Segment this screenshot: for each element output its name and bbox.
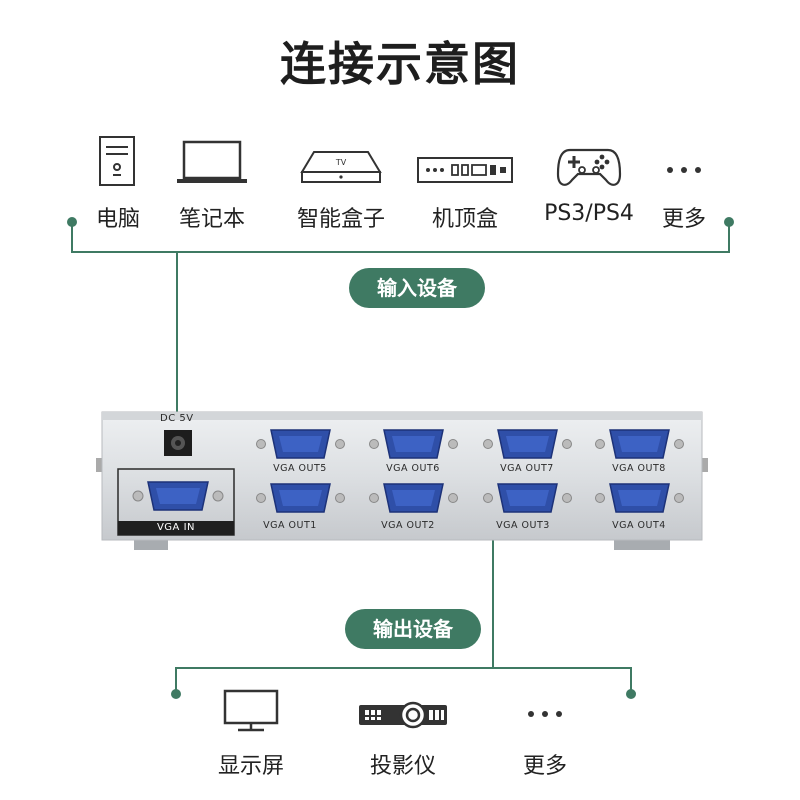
output-label-projector: 投影仪: [369, 754, 436, 779]
vga-out8-port: [595, 429, 684, 459]
vga-in-port: [132, 481, 224, 511]
vga-out6-port: [369, 429, 458, 459]
set-top-box-icon: [417, 157, 513, 183]
vga-out7-label: VGA OUT7: [500, 463, 554, 474]
input-label-set-top-box: 机顶盒: [431, 207, 498, 232]
vga-out2-label: VGA OUT2: [381, 520, 435, 531]
vga-in-label: VGA IN: [156, 522, 196, 533]
vga-out8-label: VGA OUT8: [612, 463, 666, 474]
vga-out6-label: VGA OUT6: [386, 463, 440, 474]
vga-out5-label: VGA OUT5: [273, 463, 327, 474]
vga-out1-port: [256, 483, 345, 513]
input-label-more: 更多: [661, 207, 706, 232]
vga-out2-port: [369, 483, 458, 513]
more-dots-icon: [528, 711, 562, 717]
more-dots-icon: [667, 167, 701, 173]
vga-out5-port: [256, 429, 345, 459]
vga-out4-label: VGA OUT4: [612, 520, 666, 531]
vga-out1-label: VGA OUT1: [263, 520, 317, 531]
input-label-console: PS3/PS4: [544, 201, 634, 226]
laptop-icon: [177, 140, 247, 183]
input-label-pc: 电脑: [95, 207, 140, 232]
monitor-icon: [223, 689, 279, 732]
vga-out3-port: [483, 483, 572, 513]
vga-out4-port: [595, 483, 684, 513]
input-label-laptop: 笔记本: [178, 207, 245, 232]
vga-out3-label: VGA OUT3: [496, 520, 550, 531]
output-devices-pill: 输出设备: [345, 609, 481, 649]
input-devices-pill: 输入设备: [349, 268, 485, 308]
output-label-monitor: 显示屏: [217, 754, 284, 779]
input-label-smart-box: 智能盒子: [296, 207, 385, 232]
tv-box-text: TV: [335, 158, 347, 167]
gamepad-icon: [556, 148, 622, 186]
vga-out7-port: [483, 429, 572, 459]
dc-power-label: DC 5V: [160, 413, 194, 424]
desktop-pc-icon: [99, 136, 135, 186]
projector-icon: [359, 701, 447, 729]
output-label-more: 更多: [522, 754, 567, 779]
page-title: 连接示意图: [280, 37, 520, 91]
smart-tv-box-icon: TV: [300, 151, 382, 183]
